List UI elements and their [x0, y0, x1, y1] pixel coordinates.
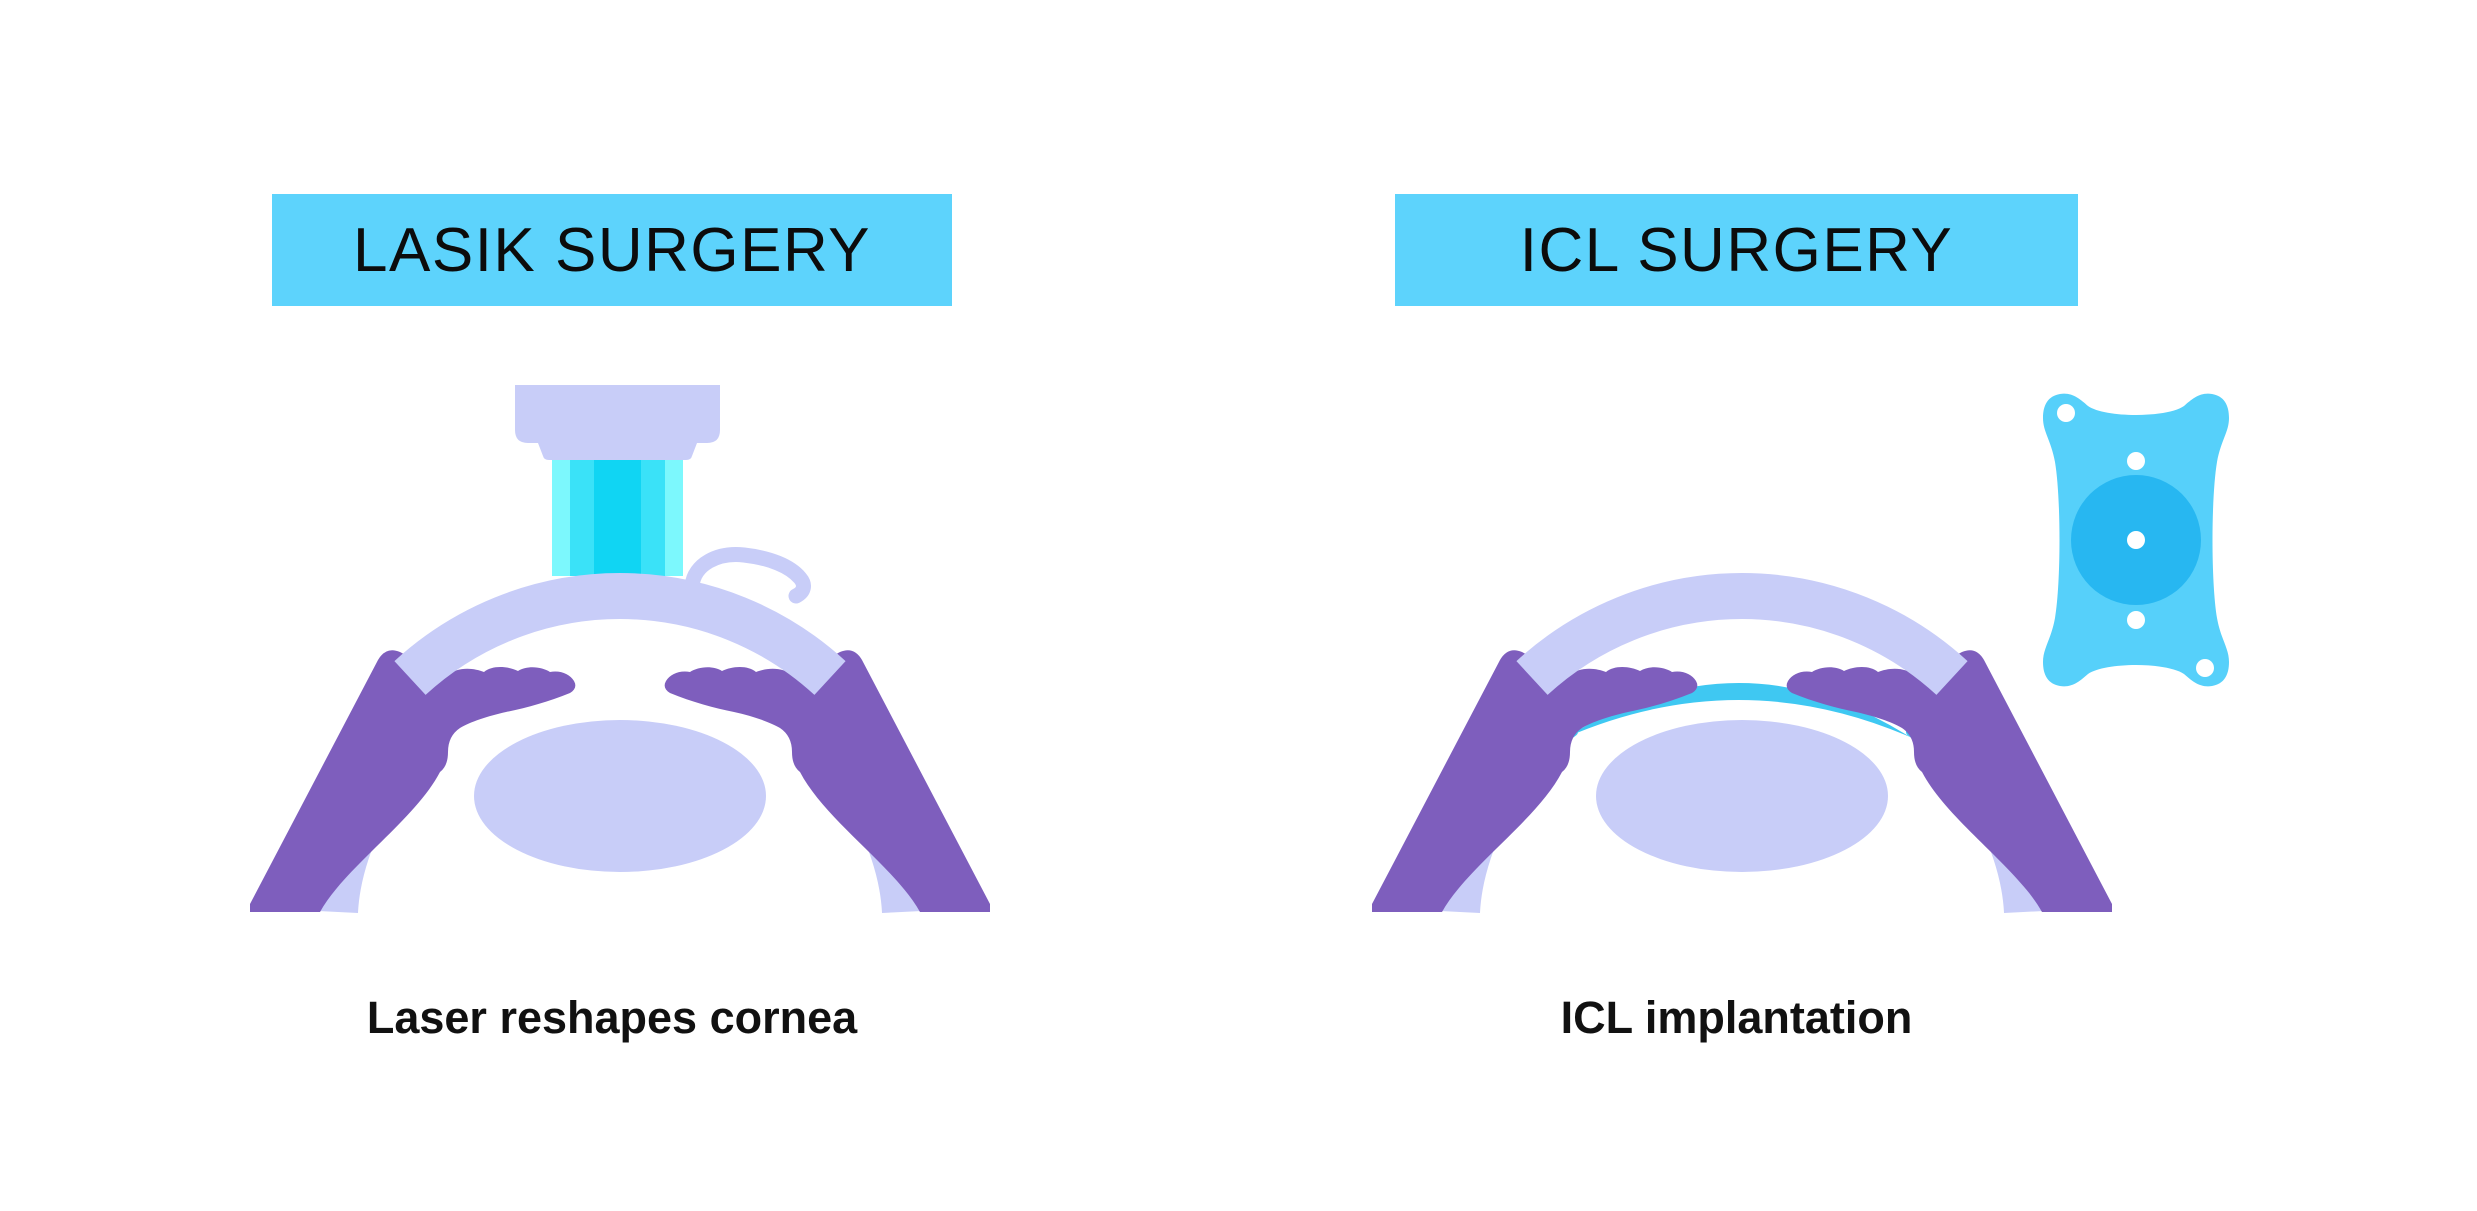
cornea-arc	[1516, 573, 1968, 695]
corneal-flap-icon	[684, 547, 811, 604]
icl-eye-group	[1372, 573, 2112, 914]
eye-lens	[474, 720, 766, 872]
implant-hole	[2127, 452, 2145, 470]
laser-beam-band	[570, 458, 594, 576]
icl-caption: ICL implantation	[1560, 992, 1913, 1043]
laser-device-icon	[515, 385, 720, 460]
lasik-caption: Laser reshapes cornea	[366, 992, 858, 1043]
iris-left	[250, 650, 576, 912]
implant-hole	[2127, 611, 2145, 629]
laser-beam-band	[552, 458, 570, 576]
lasik-title-banner: LASIK SURGERY	[272, 194, 952, 306]
iris-left	[1372, 650, 1698, 912]
laser-beam-band	[665, 458, 683, 576]
cornea-arc	[394, 573, 846, 695]
implant-hole	[2057, 404, 2075, 422]
laser-beam	[552, 458, 683, 576]
laser-beam-band	[641, 458, 665, 576]
iris-right	[1786, 650, 2112, 912]
icl-implant-icon	[2043, 393, 2229, 687]
icl-title-banner: ICL SURGERY	[1395, 194, 2078, 306]
iris-right	[664, 650, 990, 912]
icl-title: ICL SURGERY	[1519, 215, 1954, 285]
icl-eye-illustration	[1372, 393, 2229, 914]
lasik-eye-illustration	[250, 385, 990, 914]
implant-hole	[2196, 659, 2214, 677]
lasik-title: LASIK SURGERY	[353, 215, 871, 285]
laser-beam-band	[594, 458, 641, 576]
implant-hole	[2127, 531, 2145, 549]
eye-lens	[1596, 720, 1888, 872]
